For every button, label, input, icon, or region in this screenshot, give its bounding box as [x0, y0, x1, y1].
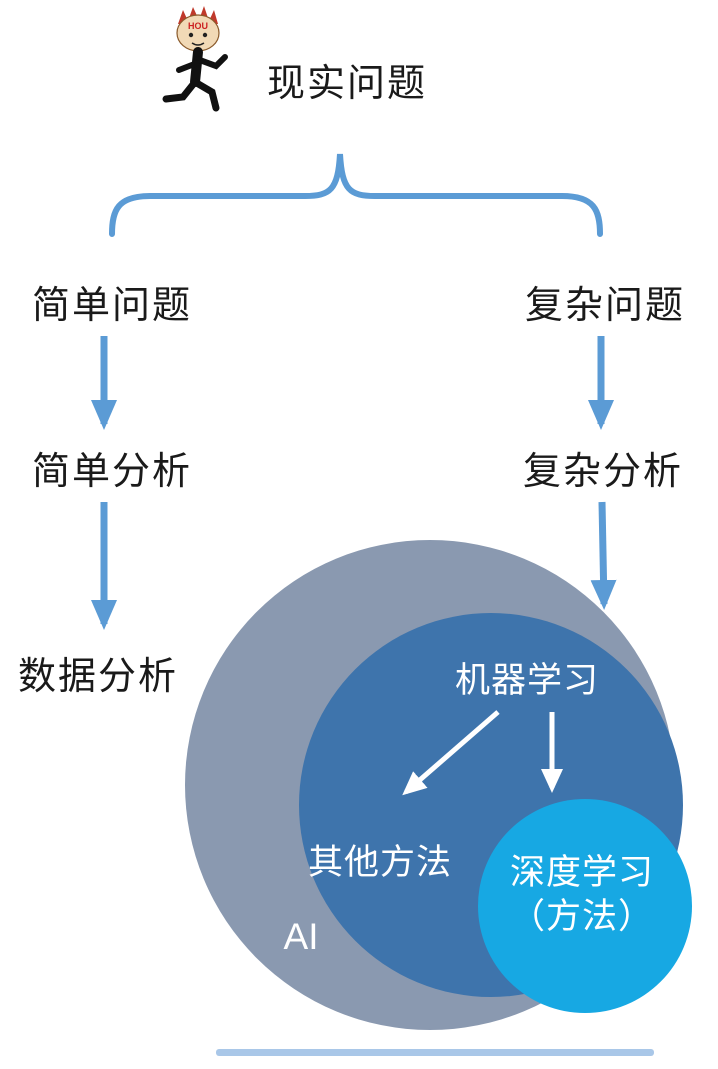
root-problem-label: 现实问题: [266, 63, 428, 105]
machine-learning-label: 机器学习: [454, 661, 600, 700]
deep-learning-label-line1: 深度学习: [509, 853, 655, 892]
simple-analysis-label: 简单分析: [31, 451, 193, 493]
complex-problem-label: 复杂问题: [524, 285, 686, 327]
brace-split: [109, 153, 603, 237]
arrow-ml-to-other-methods: [402, 710, 500, 796]
simple-problem-label: 简单问题: [31, 285, 193, 327]
deep-learning-label-line2: （方法）: [509, 897, 655, 936]
bottom-strip: [216, 1049, 654, 1056]
mascot-back-arm: [176, 60, 200, 73]
mascot-back-leg: [162, 78, 199, 103]
mascot-front-arm: [194, 54, 228, 70]
mascot-left-eye: [188, 32, 194, 38]
mascot-headband-text: HOU: [188, 21, 208, 31]
mascot-front-leg: [191, 78, 220, 112]
mascot-mouth: [191, 42, 205, 46]
mascot-right-eye: [202, 32, 208, 38]
data-analysis-label: 数据分析: [17, 656, 179, 698]
arrow-complex-analysis-to-venn: [590, 501, 617, 610]
monkey-mascot-icon: HOU: [162, 6, 228, 112]
venn-inner-circle-deep-learning: [478, 799, 692, 1013]
other-methods-label: 其他方法: [307, 843, 453, 882]
ai-label: AI: [283, 916, 319, 957]
complex-analysis-label: 复杂分析: [522, 451, 684, 493]
